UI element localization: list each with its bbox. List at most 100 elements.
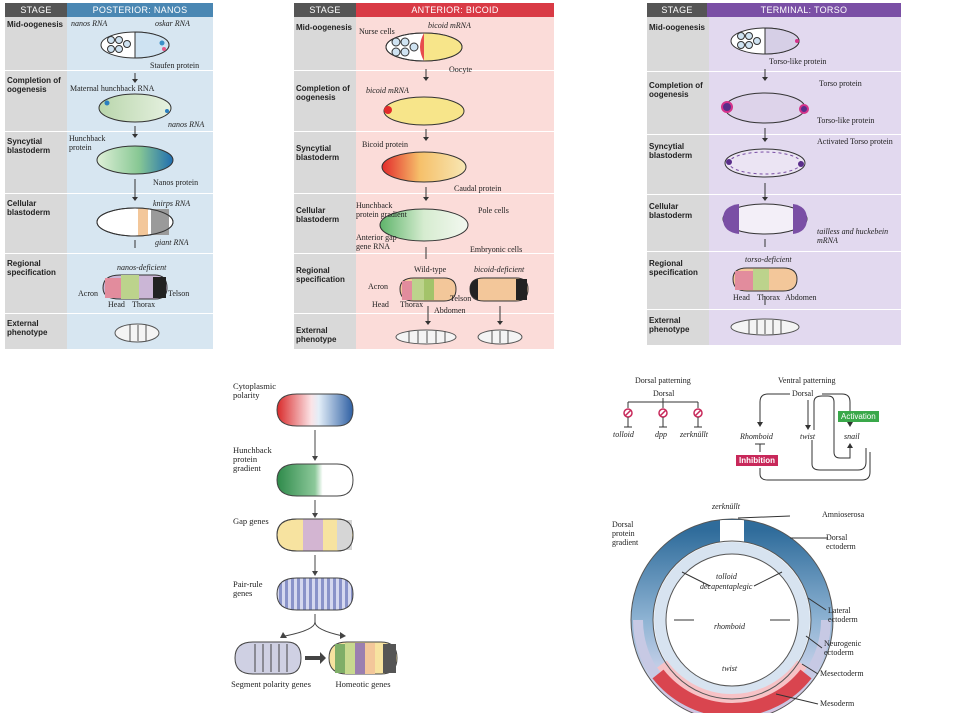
stage-label: Cellular blastoderm [296,206,340,224]
gene-snail: snail [844,432,860,441]
label-dorsal-2: Dorsal [792,389,814,398]
label-acron: Acron [78,289,98,298]
stage-label: Mid-oogenesis [296,23,353,32]
posterior-drawings [96,31,174,343]
label-acron: Acron [368,282,388,291]
panel-title: ANTERIOR: BICOID [356,3,554,17]
stage-label: Mid-oogenesis [649,23,706,32]
label-torso-like: Torso-like protein [769,57,827,66]
label-dorsal: Dorsal [653,389,675,398]
anterior-drawings [379,32,529,345]
ring-dorsal-ectoderm: Dorsal ectoderm [826,533,856,551]
stage-label: Completion of oogenesis [649,81,703,99]
label-embryonic-cells: Embryonic cells [470,245,523,254]
label-nurse-cells: Nurse cells [359,27,395,36]
label-abdomen: Abdomen [434,306,466,315]
stage-label: Mid-oogenesis [7,20,64,29]
label-bicoid-mrna-2: bicoid mRNA [366,86,409,95]
label-torso-deficient: torso-deficient [745,255,792,264]
cascade-step: Pair-rule genes [233,579,263,598]
activation-badge: Activation [838,411,879,422]
label-hb-gradient: Hunchback protein gradient [356,201,407,219]
gene-tolloid: tolloid [613,430,634,439]
label-bicoid-deficient: bicoid-deficient [474,265,525,274]
dv-drawing [623,393,871,481]
panel-title: TERMINAL: TORSO [707,3,901,17]
label-giant: giant RNA [155,238,189,247]
label-abdomen: Abdomen [785,293,817,302]
terminal-panel: STAGE TERMINAL: TORSO Mid-oogenesis Comp… [647,3,901,345]
stage-label: Cellular blastoderm [649,202,693,220]
oocyte [98,93,172,123]
label-anterior-gap: Anterior gap gene RNA [356,233,397,251]
stage-label: Completion of oogenesis [296,84,350,102]
label-thorax: Thorax [132,300,156,309]
posterior-panel: STAGE POSTERIOR: NANOS Mid-oogenesis Com… [5,3,213,349]
label-maternal-hb: Maternal hunchback RNA [70,84,155,93]
ring-drawing [630,515,834,713]
label-thorax: Thorax [757,293,781,302]
label-thorax: Thorax [400,300,424,309]
gene-rhomboid: Rhomboid [740,432,773,441]
label-nanos-rna-2: nanos RNA [168,120,205,129]
stage-column [294,3,356,349]
ring-neurogenic-ectoderm: Neurogenic ectoderm [824,639,862,657]
ring-dorsal-gradient: Dorsal protein gradient [612,520,639,547]
ring-zerknullt: zerknüllt [712,502,740,511]
gene-dpp: dpp [655,430,667,439]
inhibition-badge: Inhibition [736,455,778,466]
ring-mesoderm: Mesoderm [820,699,855,708]
ring-snail: snail [722,677,738,686]
terminal-drawings [721,27,809,336]
stage-label: Syncytial blastoderm [649,142,693,160]
dorsal-gradient-ring: zerknüllt Dorsal protein gradient tolloi… [600,498,900,713]
syncytial-embryo [96,145,174,175]
label-bicoid-mrna: bicoid mRNA [428,21,471,30]
stage-label: External phenotype [649,316,690,334]
stage-label: Cellular blastoderm [7,199,51,217]
gene-twist: twist [800,432,816,441]
cascade-step: Hunchback protein gradient [233,445,272,473]
stage-label: Syncytial blastoderm [7,137,51,155]
label-torso-like-2: Torso-like protein [817,116,875,125]
panel-title: POSTERIOR: NANOS [67,3,213,17]
stage-column [5,3,67,349]
label-staufen: Staufen protein [150,61,200,70]
label-wild-type: Wild-type [414,265,447,274]
stage-label: External phenotype [7,319,48,337]
ring-mesectoderm: Mesectoderm [820,669,864,678]
label-telson: Telson [450,294,472,303]
label-nanos-protein: Nanos protein [153,178,199,187]
anterior-panel: STAGE ANTERIOR: BICOID Mid-oogenesis Com… [294,3,554,349]
label-dorsal-patterning: Dorsal patterning [635,376,691,385]
ring-lateral-ectoderm: Lateral ectoderm [828,606,858,624]
stage-label: Syncytial blastoderm [296,144,340,162]
label-nanos-deficient: nanos-deficient [117,263,167,272]
ring-tolloid: tolloid [716,572,737,581]
stage-label: Regional specification [296,266,345,284]
label-activated-torso: Activated Torso protein [817,137,893,146]
stage-label: Completion of oogenesis [7,76,61,94]
label-head: Head [733,293,750,302]
stage-label: Regional specification [649,259,698,277]
stage-column [647,3,709,345]
ring-rhomboid: rhomboid [714,622,745,631]
label-ventral-patterning: Ventral patterning [778,376,836,385]
stage-label: External phenotype [296,326,337,344]
cascade-step: Gap genes [233,516,269,526]
label-bicoid-protein: Bicoid protein [362,140,408,149]
label-caudal-protein: Caudal protein [454,184,502,193]
label-oocyte: Oocyte [449,65,473,74]
stage-header: STAGE [5,3,67,17]
label-pole-cells: Pole cells [478,206,509,215]
stage-header: STAGE [294,3,356,17]
label-nanos-rna: nanos RNA [71,19,108,28]
gene-zerknullt: zerknüllt [680,430,708,439]
label-head: Head [108,300,125,309]
label-knirps: knirps RNA [153,199,191,208]
cascade-step: Homeotic genes [335,679,391,689]
label-hb-protein: Hunchback protein [69,134,106,152]
ring-amnioserosa: Amnioserosa [822,510,865,519]
label-tailless: tailless and huckebein mRNA [817,227,889,245]
